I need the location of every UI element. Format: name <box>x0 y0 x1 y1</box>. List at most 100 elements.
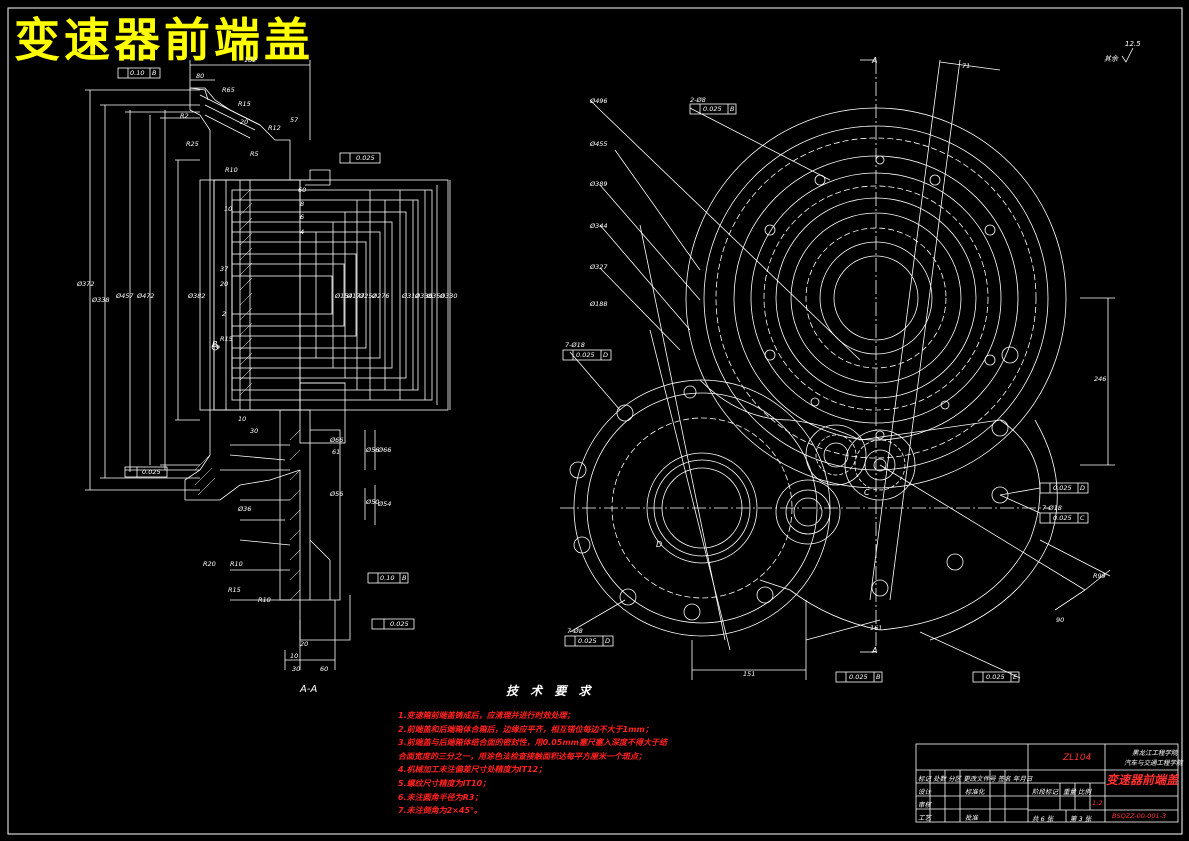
dim-label: R15 <box>238 100 251 108</box>
marks-label: 阶段标记 <box>1032 788 1058 796</box>
section-view <box>85 60 451 670</box>
datum-label: A <box>872 56 878 65</box>
process-label: 工艺 <box>918 814 931 822</box>
sheet-number: 第 3 张 <box>1070 815 1092 823</box>
dim-label: 90 <box>1056 616 1065 624</box>
dim-label: Ø66 <box>330 436 344 444</box>
datum-label: B <box>212 340 218 349</box>
dim-label: Ø56 <box>366 446 380 454</box>
tol-value: 0.025 <box>576 351 595 359</box>
dim-label: Ø457 <box>116 292 134 300</box>
dim-label: 246 <box>1094 375 1107 383</box>
dim-label: Ø276 <box>372 292 390 300</box>
dim-label: Ø350 <box>427 292 445 300</box>
school-name: 黑龙江工程学院 <box>1132 749 1178 757</box>
checker-label: 审核 <box>918 801 931 809</box>
dim-label: R20 <box>203 560 216 568</box>
tol-value: 0.025 <box>1053 514 1072 522</box>
dim-label: R15 <box>228 586 241 594</box>
weight-label: 重量 <box>1063 788 1076 796</box>
dim-label: Ø188 <box>590 300 608 308</box>
dim-label: Ø327 <box>590 263 608 271</box>
tol-ref: D <box>1080 484 1086 492</box>
dim-label: Ø382 <box>188 292 206 300</box>
dim-label: 6 <box>300 213 305 221</box>
dim-label: 161 <box>870 624 883 632</box>
dim-label: 20 <box>240 118 249 126</box>
approve-label: 批准 <box>965 814 978 822</box>
drawing-number: BSQZZ-00-001-3 <box>1112 812 1167 820</box>
tolerance-frames-right <box>562 103 1089 683</box>
dim-label: 4 <box>300 228 305 236</box>
dim-label: Ø154 <box>335 292 353 300</box>
tech-requirements-list: 1.变速箱前端盖铸成后，应清理并进行时效处理； 2.前端盖和后端箱体合箱后，边缘… <box>398 709 728 818</box>
tol-value: 0.025 <box>986 673 1005 681</box>
tol-value: 0.025 <box>356 154 375 162</box>
tol-value: 0.025 <box>849 673 868 681</box>
dim-label: Ø54 <box>378 500 392 508</box>
tol-ref: B <box>402 574 407 582</box>
datum-label: A <box>872 646 878 655</box>
dim-label: 30 <box>250 427 259 435</box>
roughness-note: 其余 <box>1104 55 1118 63</box>
dim-label: R5 <box>250 150 259 158</box>
tol-value: 0.025 <box>142 468 161 476</box>
dim-label: R25 <box>186 140 199 148</box>
dim-label: R65 <box>222 86 235 94</box>
roughness-value: 12.5 <box>1125 40 1141 48</box>
dim-label: R15 <box>220 335 233 343</box>
section-hatching <box>194 189 301 601</box>
dim-label: Ø330 <box>440 292 458 300</box>
dim-label: 2 <box>222 310 227 318</box>
dim-label: 37 <box>220 265 229 273</box>
scale-label: 比例 <box>1078 788 1091 796</box>
school-sub: 汽车与交通工程学院 <box>1124 759 1183 767</box>
dim-label: 8 <box>300 200 305 208</box>
dim-label: Ø36 <box>238 505 252 513</box>
dim-label: R10 <box>230 560 243 568</box>
dim-label: 30 <box>292 665 301 673</box>
tol-value: 0.025 <box>578 637 597 645</box>
tol-value: 0.025 <box>1053 484 1072 492</box>
tol-ref: E <box>1013 673 1018 681</box>
dim-label: 2-Ø8 <box>690 96 706 104</box>
roughness-symbol <box>1121 47 1134 63</box>
dim-label: Ø66 <box>378 446 392 454</box>
scale-value: 1:2 <box>1092 799 1103 807</box>
dim-label: 80 <box>196 72 205 80</box>
dim-label: Ø389 <box>590 180 608 188</box>
tech-note: 1.变速箱前端盖铸成后，应清理并进行时效处理； <box>398 711 575 720</box>
drawing-title: 变速器前端盖 <box>14 13 314 67</box>
dim-label: Ø56 <box>330 490 344 498</box>
tol-value: 0.10 <box>130 69 145 77</box>
dim-label: 20 <box>300 640 309 648</box>
dim-label: Ø344 <box>590 222 608 230</box>
datum-label: C <box>864 488 870 497</box>
tol-value: 0.025 <box>703 105 722 113</box>
tech-note: 3.前端盖与后端箱体结合面的密封性，用0.05mm塞尺塞入深度不得大于结 <box>398 738 668 748</box>
dim-label: 7-Ø18 <box>565 341 585 349</box>
tol-value: 0.025 <box>390 620 409 628</box>
dim-label: R10 <box>225 166 238 174</box>
tol-ref: B <box>876 673 881 681</box>
tolerance-frames-left <box>117 67 415 630</box>
dim-label: 71 <box>962 62 971 70</box>
title-block <box>915 743 1179 823</box>
tech-note: 7.未注倒角为2×45°。 <box>398 806 483 816</box>
datum-label: D <box>656 540 663 549</box>
dim-label: Ø338 <box>92 296 110 304</box>
tol-ref: B <box>730 105 735 113</box>
dim-label: 10 <box>224 205 233 213</box>
dim-label: 20 <box>220 280 229 288</box>
dim-label: 151 <box>743 670 756 678</box>
tech-note: 4.机械加工未注偏差尺寸处精度为IT12； <box>398 765 547 775</box>
tech-note: 6.未注圆角半径为R3； <box>398 792 483 802</box>
tech-note: 合面宽度的三分之一，用涂色法检查接触面积达每平方厘米一个斑点； <box>398 751 646 761</box>
tol-ref: C <box>1080 514 1085 522</box>
dim-label: Ø312 <box>402 292 420 300</box>
dim-label: Ø496 <box>590 97 608 105</box>
standard-label: 标准化 <box>965 788 985 796</box>
dim-label: Ø372 <box>77 280 95 288</box>
tech-note: 2.前端盖和后端箱体合箱后，边缘应平齐，相互错位每边不大于1mm； <box>398 724 653 734</box>
